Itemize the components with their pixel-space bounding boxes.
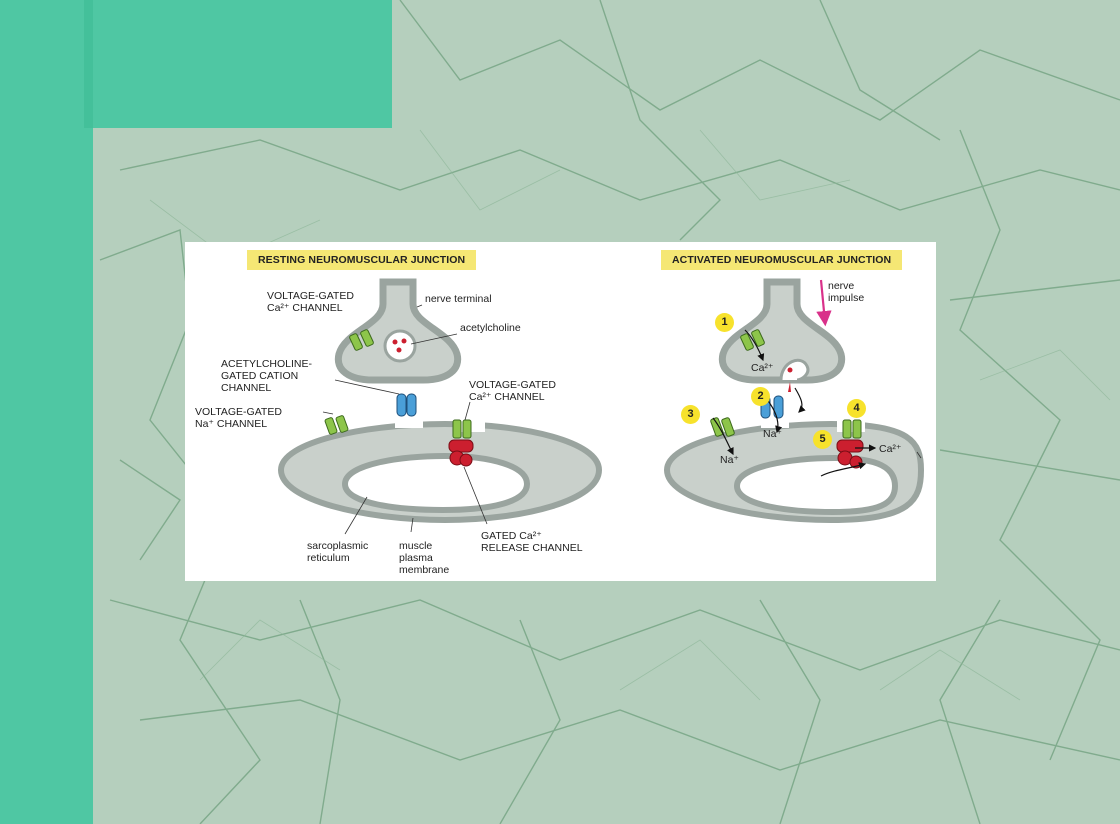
label-voltage-gated-ca-top: VOLTAGE-GATED Ca²⁺ CHANNEL bbox=[267, 290, 354, 314]
resting-ca-channel bbox=[349, 329, 374, 351]
resting-ach-channel bbox=[396, 393, 417, 417]
resting-vg-ca-channel bbox=[452, 419, 472, 439]
label-voltage-gated-na: VOLTAGE-GATED Na⁺ CHANNEL bbox=[195, 406, 282, 430]
resting-release-channel bbox=[448, 439, 474, 467]
label-voltage-gated-ca-right: VOLTAGE-GATED Ca²⁺ CHANNEL bbox=[469, 379, 556, 403]
label-gated-release-channel: GATED Ca²⁺ RELEASE CHANNEL bbox=[481, 530, 583, 554]
step-4-badge: 4 bbox=[847, 399, 866, 418]
resting-vesicle bbox=[383, 329, 417, 363]
accent-bar-line bbox=[84, 0, 93, 128]
label-na-muscle: Na⁺ bbox=[720, 454, 739, 466]
label-acetylcholine: acetylcholine bbox=[460, 322, 521, 334]
activated-title: ACTIVATED NEUROMUSCULAR JUNCTION bbox=[661, 250, 903, 270]
activated-vg-ca-channel bbox=[842, 419, 862, 439]
step-1-badge: 1 bbox=[715, 313, 734, 332]
activated-ca-channel bbox=[740, 329, 765, 351]
diagram-panel: RESTING NEUROMUSCULAR JUNCTION ACTIVATED… bbox=[185, 242, 936, 581]
label-nerve-impulse: nerve impulse bbox=[828, 280, 865, 304]
label-sarcoplasmic-reticulum: sarcoplasmic reticulum bbox=[307, 540, 369, 564]
accent-bar-left bbox=[0, 0, 93, 824]
activated-muscle-fiber bbox=[663, 420, 925, 524]
step-3-badge: 3 bbox=[681, 405, 700, 424]
resting-muscle-fiber bbox=[277, 420, 603, 524]
resting-title: RESTING NEUROMUSCULAR JUNCTION bbox=[247, 250, 477, 270]
activated-release-channel bbox=[836, 439, 864, 469]
nerve-impulse-arrow bbox=[816, 279, 832, 327]
accent-bar-top bbox=[93, 0, 392, 128]
label-nerve-terminal: nerve terminal bbox=[425, 293, 492, 305]
step-2-badge: 2 bbox=[751, 387, 770, 406]
label-ca-terminal: Ca²⁺ bbox=[751, 362, 774, 374]
step-5-badge: 5 bbox=[813, 430, 832, 449]
diagram-drawing bbox=[277, 278, 925, 535]
label-ach-cation-channel: ACETYLCHOLINE- GATED CATION CHANNEL bbox=[221, 358, 313, 394]
activated-na-channel bbox=[710, 417, 735, 437]
resting-na-channel bbox=[324, 415, 349, 435]
label-muscle-membrane: muscle plasma membrane bbox=[399, 540, 450, 576]
label-ca-release: Ca²⁺ bbox=[879, 443, 902, 455]
activated-nerve-terminal bbox=[718, 278, 846, 384]
label-na-ach: Na⁺ bbox=[763, 428, 782, 440]
